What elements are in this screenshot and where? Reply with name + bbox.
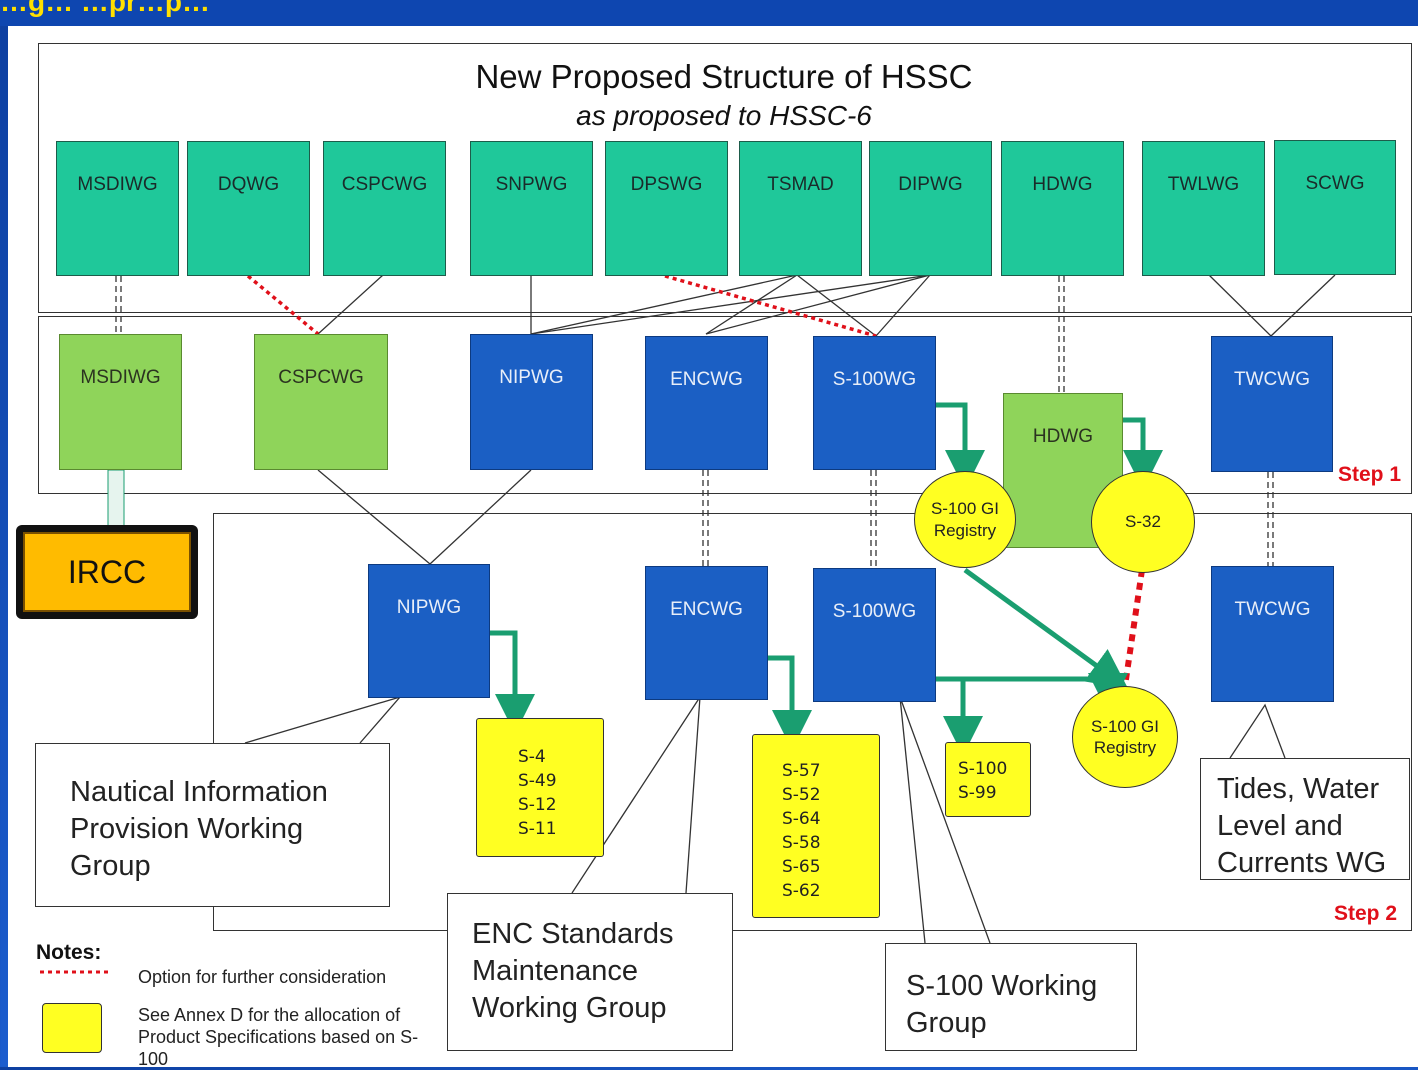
- callout-encwg: ENC Standards Maintenance Working Group: [447, 893, 733, 1051]
- callout-s100wg: S-100 Working Group: [885, 943, 1137, 1051]
- ircc-box: IRCC: [16, 525, 198, 619]
- top-box-dqwg: DQWG: [187, 141, 310, 276]
- top-box-cspcwg: CSPCWG: [323, 141, 446, 276]
- step1-box-cspcwg: CSPCWG: [254, 334, 388, 470]
- step1-box-s100wg: S-100WG: [813, 336, 936, 470]
- step1-box-msdiwg: MSDIWG: [59, 334, 182, 470]
- top-box-dpswg: DPSWG: [605, 141, 728, 276]
- notes-dotted-text: Option for further consideration: [138, 967, 387, 987]
- step2-box-nipwg: NIPWG: [368, 564, 490, 698]
- step1-registry-bubble: S-100 GI Registry: [914, 471, 1016, 568]
- step1-label: Step 1: [1338, 463, 1402, 486]
- notes-scroll-icon: [42, 1003, 102, 1053]
- top-box-hdwg: HDWG: [1001, 141, 1124, 276]
- step2-registry-bubble: S-100 GI Registry: [1072, 686, 1178, 788]
- step1-box-encwg: ENCWG: [645, 336, 768, 470]
- step2-label: Step 2: [1334, 902, 1398, 925]
- diagram-title: New Proposed Structure of HSSC: [475, 58, 973, 95]
- diagram-subtitle: as proposed to HSSC-6: [576, 100, 872, 131]
- step1-box-twcwg: TWCWG: [1211, 336, 1333, 472]
- header-bar: …g… …pr…p…: [0, 0, 1418, 26]
- step1-box-nipwg: NIPWG: [470, 334, 593, 470]
- step1-box-hdwg: HDWG: [1003, 393, 1123, 548]
- notes-scroll-text: See Annex D for the allocation of Produc…: [138, 1005, 419, 1069]
- step2-box-encwg: ENCWG: [645, 566, 768, 700]
- step2-box-twcwg: TWCWG: [1211, 566, 1334, 702]
- ircc-label: IRCC: [23, 532, 191, 612]
- header-partial-title: …g… …pr…p…: [0, 0, 210, 17]
- top-box-snpwg: SNPWG: [470, 141, 593, 276]
- callout-nipwg: Nautical Information Provision Working G…: [35, 743, 390, 907]
- top-box-tsmad: TSMAD: [739, 141, 862, 276]
- step2-box-s100wg: S-100WG: [813, 568, 936, 702]
- callout-twcwg: Tides, Water Level and Currents WG: [1200, 758, 1410, 880]
- top-box-twlwg: TWLWG: [1142, 141, 1265, 276]
- notes-title: Notes:: [36, 941, 102, 964]
- top-box-msdiwg: MSDIWG: [56, 141, 179, 276]
- top-box-scwg: SCWG: [1274, 140, 1396, 275]
- top-box-dipwg: DIPWG: [869, 141, 992, 276]
- step1-s32-bubble: S-32: [1091, 471, 1195, 573]
